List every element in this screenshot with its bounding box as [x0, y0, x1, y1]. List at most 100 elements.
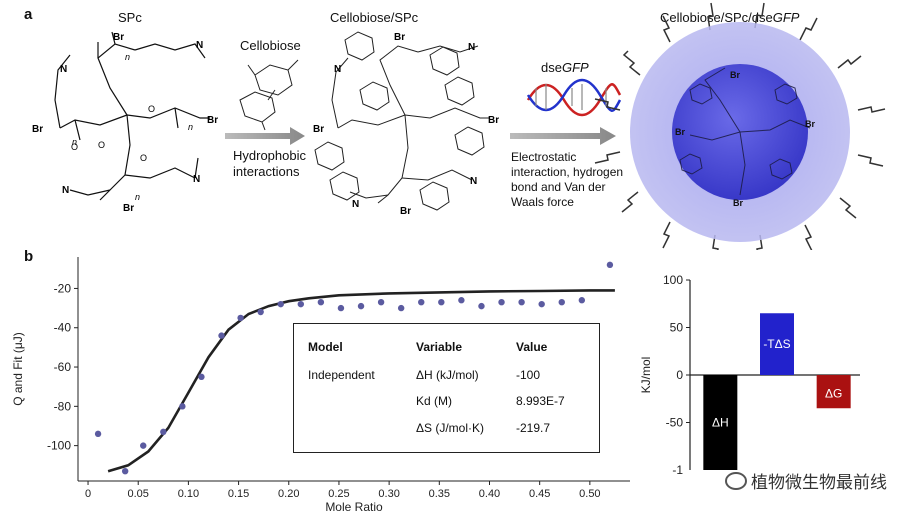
particle-br-bottom: Br — [733, 198, 743, 208]
stage3-title: Cellobiose/SPc/dseGFP — [660, 10, 800, 25]
itc-data-point — [478, 302, 485, 310]
itc-y-tick-label: -100 — [47, 439, 71, 453]
complex-n-left: N — [334, 64, 341, 75]
dna-helix-icon — [526, 78, 622, 117]
itc-y-tick-label: -20 — [54, 281, 72, 295]
complex-n-top: N — [468, 42, 475, 53]
cellobiose-structure — [239, 59, 299, 131]
step1-label: Hydrophobic interactions — [233, 148, 306, 179]
itc-x-tick-label: 0.10 — [178, 488, 199, 500]
dna-spikes — [594, 2, 886, 250]
complex-br-left: Br — [313, 124, 324, 135]
complex-br-top: Br — [394, 32, 405, 43]
spc-n-sub-3: n — [188, 122, 193, 132]
table-cell-var-ds: ΔS (J/mol·K) — [416, 421, 485, 435]
itc-data-point — [121, 467, 129, 475]
nanoparticle: Br Br Br Br — [594, 2, 886, 250]
itc-data-point — [606, 261, 614, 269]
itc-data-point — [317, 298, 325, 306]
thermo-y-tick-label: 100 — [663, 273, 683, 287]
itc-data-point — [179, 403, 186, 410]
thermo-y-tick-label: 0 — [676, 368, 683, 382]
table-cell-var-kd: Kd (M) — [416, 394, 452, 408]
arrow-step1 — [225, 127, 305, 145]
itc-data-point — [257, 308, 264, 316]
thermo-bar-label: ΔG — [825, 386, 842, 400]
cellobiose-spc-complex — [314, 31, 490, 211]
thermo-bottom-tick-label: -1 — [672, 463, 683, 477]
spc-o-3: O — [71, 142, 78, 152]
itc-data-point — [397, 304, 405, 312]
table-cell-val-kd: 8.993E-7 — [516, 394, 565, 408]
wechat-icon — [725, 472, 747, 490]
panel-a-letter: a — [24, 6, 33, 23]
itc-data-point — [237, 314, 244, 322]
itc-data-point — [538, 300, 545, 308]
itc-data-point — [160, 428, 167, 436]
itc-x-tick-label: 0.50 — [579, 488, 600, 500]
stage2-title: Cellobiose/SPc — [330, 10, 419, 25]
itc-x-tick-label: 0 — [85, 488, 91, 500]
table-cell-var-dh: ΔH (kJ/mol) — [416, 368, 479, 382]
spc-br-bottom: Br — [123, 203, 134, 214]
itc-y-tick-label: -80 — [54, 399, 72, 413]
thermo-bar — [703, 375, 738, 470]
itc-y-tick-label: -40 — [54, 321, 72, 335]
thermo-bar-label: -TΔS — [763, 337, 790, 351]
spc-br-left: Br — [32, 124, 43, 135]
thermo-y-axis-label: KJ/mol — [639, 357, 653, 394]
scheme-graphics: Br Br Br Br N N N N O O O O n n n n — [32, 2, 886, 250]
thermo-bar-label: ΔH — [712, 416, 729, 430]
itc-y-tick-label: -60 — [54, 360, 72, 374]
itc-data-point — [277, 300, 284, 308]
spc-br-top: Br — [113, 32, 124, 43]
spc-br-right: Br — [207, 115, 218, 126]
itc-data-point — [377, 298, 385, 306]
watermark: 植物微生物最前线 — [725, 468, 887, 493]
spc-o-4: O — [140, 153, 147, 163]
itc-x-tick-label: 0.45 — [529, 488, 550, 500]
arrow-step2 — [510, 127, 616, 145]
panel-b-letter: b — [24, 248, 34, 265]
spc-n-sub-4: n — [135, 192, 140, 202]
itc-data-point — [297, 300, 305, 308]
spc-n-bottom: N — [62, 185, 69, 196]
itc-x-tick-label: 0.30 — [378, 488, 399, 500]
spc-n-top: N — [196, 40, 203, 51]
particle-br-top: Br — [730, 70, 740, 80]
itc-x-tick-label: 0.35 — [429, 488, 450, 500]
itc-data-point — [140, 442, 147, 449]
table-cell-model: Independent — [308, 368, 375, 382]
itc-x-tick-label: 0.40 — [479, 488, 500, 500]
thermo-bar — [760, 313, 794, 375]
table-cell-val-dh: -100 — [516, 368, 541, 382]
thermo-bar — [816, 375, 851, 409]
itc-data-point — [337, 304, 345, 312]
particle-br-right: Br — [805, 119, 815, 129]
itc-y-axis-label: Q and Fit (μJ) — [11, 332, 25, 406]
table-header-model: Model — [308, 340, 343, 354]
table-header-variable: Variable — [416, 340, 463, 354]
complex-br-bottom: Br — [400, 206, 411, 217]
particle-br-left: Br — [675, 127, 685, 137]
itc-x-tick-label: 0.25 — [328, 488, 349, 500]
itc-data-point — [578, 297, 586, 304]
itc-data-point — [438, 298, 445, 306]
itc-x-tick-label: 0.05 — [128, 488, 149, 500]
spc-o-1: O — [148, 104, 155, 114]
itc-data-point — [418, 298, 425, 306]
itc-x-tick-label: 0.20 — [278, 488, 299, 500]
itc-data-point — [518, 298, 525, 306]
reagent2-label: dseGFP — [541, 60, 589, 75]
reagent1-label: Cellobiose — [240, 38, 301, 53]
itc-x-axis-label: Mole Ratio — [325, 500, 383, 514]
complex-n-right: N — [470, 176, 477, 187]
spc-n-right: N — [193, 174, 200, 185]
itc-data-point — [198, 373, 205, 381]
thermo-y-tick-label: -50 — [666, 416, 684, 430]
step2-label: Electrostatic interaction, hydrogen bond… — [511, 150, 624, 209]
spc-o-2: O — [98, 140, 105, 150]
